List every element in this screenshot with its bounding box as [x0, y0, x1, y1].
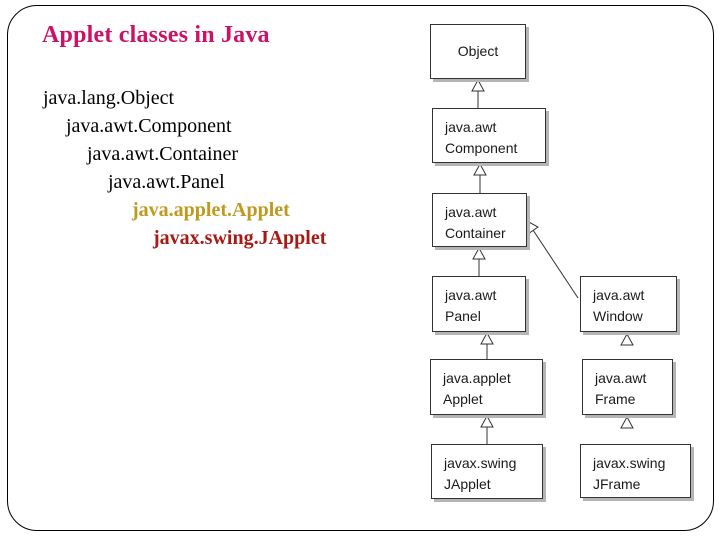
class-name: Frame: [595, 391, 636, 407]
class-package: java.awt: [595, 370, 647, 386]
class-name: Panel: [445, 308, 481, 324]
list-item-applet: java.applet.Applet: [132, 199, 290, 221]
class-name: JFrame: [593, 476, 641, 492]
page-title: Applet classes in Java: [42, 22, 270, 48]
inheritance-arrow-icon: [473, 162, 487, 176]
hierarchy-list: java.lang.Object java.awt.Component java…: [0, 84, 420, 252]
list-item-container: java.awt.Container: [87, 143, 239, 165]
inheritance-arrow-icon: [526, 220, 539, 235]
class-box-panel: java.awt Panel: [432, 276, 526, 332]
class-box-jframe: javax.swing JFrame: [580, 444, 691, 498]
list-item-object: java.lang.Object: [43, 87, 175, 109]
class-name: Applet: [443, 391, 483, 407]
list-item-japplet: javax.swing.JApplet: [153, 227, 327, 249]
class-name: Component: [445, 140, 518, 156]
class-package: java.awt: [445, 287, 497, 303]
class-package: java.awt: [445, 204, 497, 220]
class-name: Container: [445, 225, 506, 241]
list-item-panel: java.awt.Panel: [108, 171, 225, 193]
inheritance-arrow-icon: [472, 246, 486, 260]
class-box-japplet: javax.swing JApplet: [431, 444, 543, 499]
class-name: JApplet: [444, 476, 491, 492]
class-box-applet: java.applet Applet: [430, 359, 543, 415]
class-box-component: java.awt Component: [432, 108, 546, 163]
inheritance-arrow-icon: [480, 331, 494, 345]
class-package: java.awt: [445, 119, 497, 135]
class-name: Window: [593, 308, 643, 324]
class-package: javax.swing: [593, 455, 666, 471]
class-box-frame: java.awt Frame: [582, 359, 673, 415]
list-item-component: java.awt.Component: [66, 115, 232, 137]
class-package: java.applet: [443, 370, 511, 386]
inheritance-arrow-icon: [620, 332, 634, 346]
inheritance-arrow-icon: [471, 78, 485, 92]
class-package: javax.swing: [444, 455, 517, 471]
class-name: Object: [457, 43, 499, 59]
inheritance-arrow-icon: [620, 415, 634, 429]
inheritance-arrow-icon: [480, 414, 494, 428]
class-package: java.awt: [593, 287, 645, 303]
class-box-object: Object: [430, 24, 526, 79]
class-box-window: java.awt Window: [580, 276, 677, 332]
class-box-container: java.awt Container: [432, 193, 527, 247]
